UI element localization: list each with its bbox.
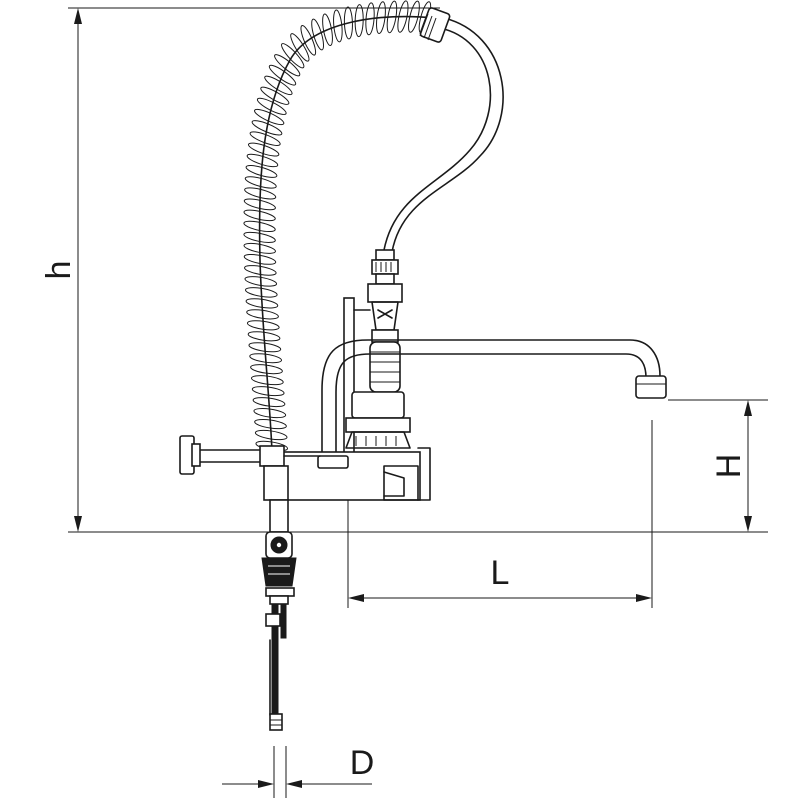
spring-coil-turn [244, 176, 277, 189]
valve-body [279, 391, 431, 501]
spring-coil-turn [333, 9, 343, 43]
spring-coil-turn [254, 429, 288, 441]
dimension-H: H [668, 399, 768, 532]
dimension-L: L [347, 420, 653, 608]
spring-coil-turn [244, 187, 277, 200]
spring-coil-turn [243, 209, 276, 222]
hose-fitting [367, 249, 403, 393]
spring-coil-turn [365, 2, 375, 36]
spring-coil-turn [311, 18, 325, 51]
spring-coil-turn [264, 75, 293, 96]
spring-coil-turn [268, 64, 297, 86]
spring-coil-turn [245, 287, 278, 298]
spring-coil-turn [246, 309, 279, 320]
spring-coil-turn [251, 386, 285, 397]
spring-coil-turn [281, 43, 305, 69]
dimension-label-h: h [40, 261, 78, 280]
spring-coil-turn [251, 120, 283, 136]
spring-coil-turn [408, 0, 420, 33]
spring-coil-turn [245, 298, 279, 309]
spring-coil-turn [244, 265, 277, 276]
spring-coil-turn [250, 375, 284, 386]
spring-coil-turn [256, 97, 287, 115]
spring-coil-turn [376, 1, 386, 35]
flexible-hose [383, 17, 504, 253]
spring-coil-turn [245, 164, 278, 178]
side-control-knob[interactable] [179, 435, 321, 475]
spring-coil-turn [386, 0, 398, 34]
spring-coil-turn [243, 198, 276, 211]
spring-coil-turn [243, 253, 277, 265]
spring-coil-turn [248, 342, 282, 353]
deck-connection [261, 531, 297, 605]
spring-coil-turn [354, 4, 364, 38]
spring-coil-turn [246, 153, 279, 168]
spring-coil-turn [260, 86, 290, 105]
spring-coil-turn [250, 364, 283, 375]
swivel-spout [321, 339, 667, 461]
spring-coil [243, 0, 437, 453]
spring-coil-turn [243, 242, 276, 254]
spring-coil-turn [300, 25, 317, 56]
dimension-D: D [222, 744, 374, 798]
spring-coil-turn [243, 220, 276, 233]
spring-coil-turn [290, 33, 310, 62]
dimension-label-L: L [491, 554, 510, 592]
dimension-h: h [40, 7, 768, 533]
spring-coil-turn [322, 13, 333, 47]
dimension-label-H: H [710, 454, 748, 479]
spring-coil-turn [254, 418, 287, 430]
main-pillar [263, 465, 289, 533]
dimension-label-D: D [350, 744, 375, 782]
spring-coil-turn [249, 131, 281, 146]
spring-coil-turn [254, 108, 285, 126]
spring-coil-turn [246, 320, 280, 331]
spring-coil-turn [274, 54, 301, 77]
spring-coil-turn [252, 397, 286, 408]
spring-coil-turn [249, 353, 283, 364]
spring-coil-turn [343, 6, 353, 40]
supply-hoses [265, 603, 287, 731]
spring-coil-turn [247, 331, 281, 342]
spring-coil-turn [244, 276, 278, 287]
spring-coil-turn [247, 142, 280, 157]
wall-hook [343, 297, 371, 459]
spring-coil-turn [243, 231, 276, 243]
spray-head [419, 7, 451, 43]
spring-coil-turn [253, 408, 287, 419]
spring-coil-turn [397, 0, 409, 33]
